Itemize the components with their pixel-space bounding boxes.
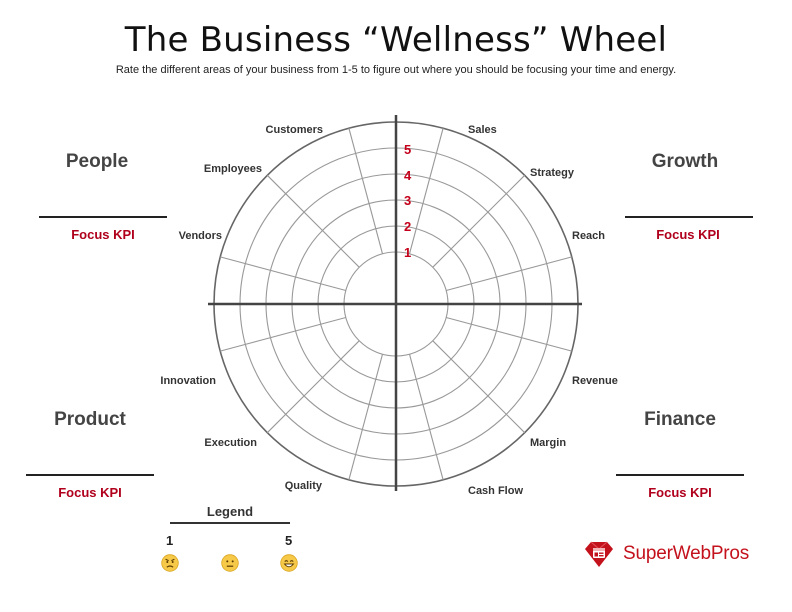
- quadrant-title-growth: Growth: [651, 151, 719, 172]
- brand-name: SuperWebPros: [623, 543, 750, 564]
- ring-number-5: 5: [404, 142, 411, 157]
- neutral-face-icon: [221, 554, 239, 572]
- quadrant-title-product: Product: [54, 409, 126, 430]
- gem-logo-icon: [585, 541, 613, 567]
- wellness-wheel: 1 2 3 4 5: [208, 115, 582, 491]
- kpi-line-finance: [616, 474, 744, 476]
- wheel-spoke: [446, 256, 572, 292]
- page-subtitle: Rate the different areas of your busines…: [115, 64, 677, 76]
- wheel-spoke: [432, 174, 526, 268]
- wheel-spoke: [348, 128, 384, 254]
- ring-number-4: 4: [404, 168, 412, 183]
- legend-high-value: 5: [285, 533, 293, 548]
- kpi-line-people: [39, 216, 167, 218]
- grinning-face-icon: [280, 554, 298, 572]
- wheel-spoke: [266, 174, 360, 268]
- legend-low-value: 1: [166, 533, 174, 548]
- wheel-spoke: [266, 340, 360, 434]
- kpi-label-product: Focus KPI: [58, 485, 122, 500]
- ring-number-2: 2: [404, 219, 411, 234]
- legend-title: Legend: [206, 504, 254, 519]
- page-title: The Business “Wellness” Wheel: [124, 20, 668, 60]
- kpi-line-growth: [625, 216, 753, 218]
- brand-logo[interactable]: SuperWebPros: [583, 538, 749, 570]
- wheel-spoke: [348, 354, 384, 480]
- quadrant-title-people: People: [65, 151, 129, 172]
- wheel-spokes: [220, 128, 572, 480]
- ring-number-3: 3: [404, 193, 411, 208]
- kpi-label-people: Focus KPI: [71, 227, 135, 242]
- wheel-spoke: [446, 316, 572, 352]
- legend-divider: [170, 522, 290, 524]
- kpi-label-finance: Focus KPI: [648, 485, 712, 500]
- angry-face-icon: [161, 554, 179, 572]
- wheel-spoke: [408, 128, 444, 254]
- wheel-spoke: [432, 340, 526, 434]
- ring-number-1: 1: [404, 245, 411, 260]
- wheel-spoke: [220, 256, 346, 292]
- wheel-spoke: [408, 354, 444, 480]
- wheel-spoke: [220, 316, 346, 352]
- wheel-axes: [208, 115, 582, 491]
- quadrant-title-finance: Finance: [644, 409, 716, 430]
- ring-numbers: 1 2 3 4 5: [404, 142, 412, 260]
- kpi-label-growth: Focus KPI: [656, 227, 720, 242]
- kpi-line-product: [26, 474, 154, 476]
